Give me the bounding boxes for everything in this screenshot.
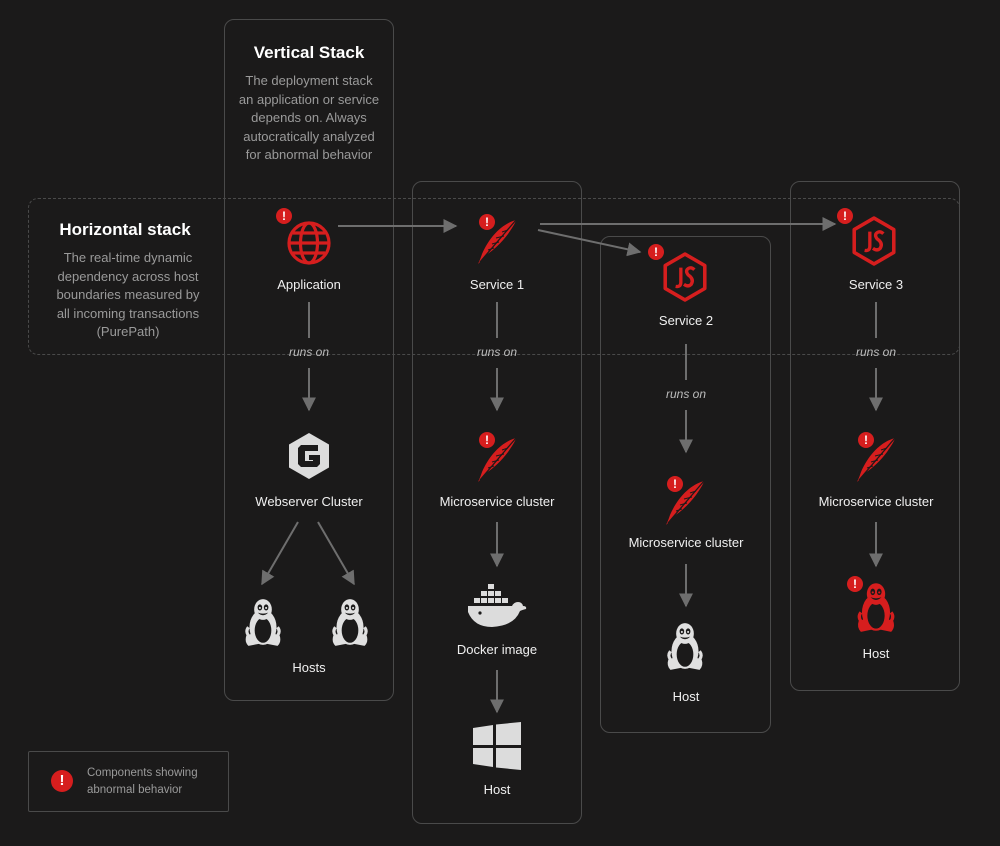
alert-icon: ! bbox=[479, 214, 495, 230]
node-service3-label: Service 3 bbox=[848, 277, 904, 292]
runs-on-label: runs on bbox=[665, 387, 707, 401]
linux-tux-icon bbox=[856, 581, 896, 634]
node-host1-label: Host bbox=[483, 782, 511, 797]
runs-on-label: runs on bbox=[855, 345, 897, 359]
service1-stack-box bbox=[412, 181, 582, 824]
alert-icon: ! bbox=[847, 576, 863, 592]
node-micro2-label: Microservice cluster bbox=[628, 535, 744, 550]
node-service2-label: Service 2 bbox=[658, 313, 714, 328]
apache-feather-icon bbox=[477, 437, 517, 483]
legend-text: Components showing abnormal behavior bbox=[87, 767, 198, 796]
alert-icon: ! bbox=[648, 244, 664, 260]
service2-stack-box bbox=[600, 236, 771, 733]
node-host2-label: Host bbox=[672, 689, 700, 704]
edge-webserver-host-left bbox=[261, 521, 299, 586]
node-micro1-label: Microservice cluster bbox=[439, 494, 555, 509]
apache-feather-icon bbox=[477, 219, 517, 265]
node-host3-label: Host bbox=[862, 646, 890, 661]
vertical-stack-box bbox=[224, 19, 394, 701]
alert-icon: ! bbox=[276, 208, 292, 224]
horizontal-stack-box bbox=[28, 198, 960, 355]
apache-feather-icon bbox=[856, 437, 896, 483]
node-docker-label: Docker image bbox=[456, 642, 538, 657]
nodejs-icon bbox=[852, 216, 896, 266]
vertical-stack-title: Vertical Stack bbox=[253, 43, 365, 62]
horizontal-stack-title: Horizontal stack bbox=[59, 220, 191, 239]
node-service1-label: Service 1 bbox=[469, 277, 525, 292]
alert-icon: ! bbox=[479, 432, 495, 448]
apache-feather-icon bbox=[665, 480, 705, 526]
runs-on-label: runs on bbox=[288, 345, 330, 359]
nodejs-icon bbox=[663, 252, 707, 302]
vertical-stack-desc: The deployment stack an application or s… bbox=[238, 73, 380, 162]
node-webserver-label: Webserver Cluster bbox=[255, 494, 363, 509]
node-application-label: Application bbox=[277, 277, 341, 292]
service3-stack-box bbox=[790, 181, 960, 691]
docker-whale-icon bbox=[468, 584, 527, 627]
nginx-g-icon bbox=[289, 433, 329, 479]
horizontal-stack-desc: The real-time dynamic dependency across … bbox=[56, 250, 200, 339]
alert-icon: ! bbox=[858, 432, 874, 448]
alert-icon: ! bbox=[837, 208, 853, 224]
node-micro3-label: Microservice cluster bbox=[818, 494, 934, 509]
linux-tux-icon bbox=[331, 597, 369, 648]
alert-icon: ! bbox=[667, 476, 683, 492]
edge-service1-service2 bbox=[537, 229, 642, 257]
edge-webserver-host-right bbox=[317, 521, 355, 586]
alert-icon: ! bbox=[51, 770, 73, 792]
windows-icon bbox=[473, 722, 521, 770]
node-hosts-label: Hosts bbox=[292, 660, 326, 675]
runs-on-label: runs on bbox=[476, 345, 518, 359]
globe-icon bbox=[287, 221, 331, 265]
linux-tux-icon bbox=[244, 597, 282, 648]
linux-tux-icon bbox=[666, 621, 704, 672]
legend-box bbox=[28, 751, 229, 812]
